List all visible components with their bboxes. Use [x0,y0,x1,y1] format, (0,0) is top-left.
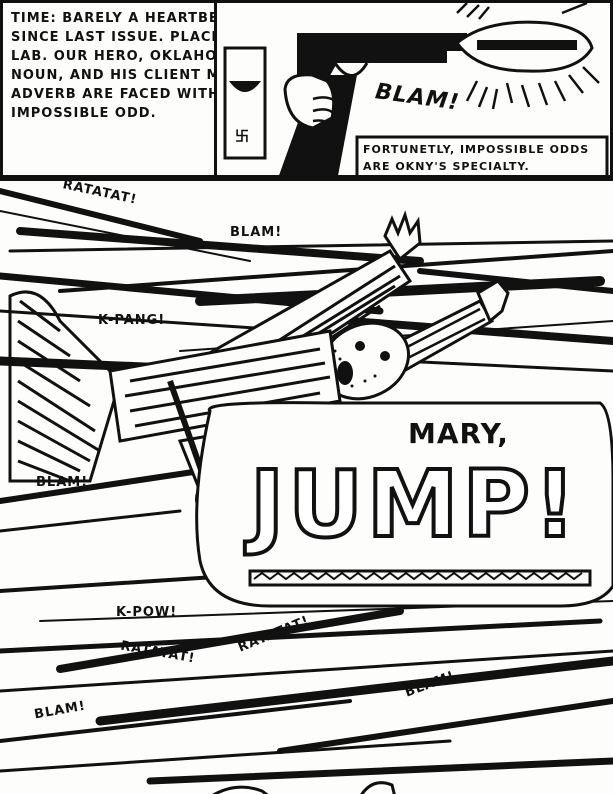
sfx-blam-left: BLAM! [36,475,89,490]
panel-escape: RATATAT! BLAM! K-PANG! BLAM! K-POW! RATA… [0,178,613,794]
balloon-line-jump: JUMP! [248,449,580,560]
sfx-blam-top: BLAM! [230,225,283,240]
gun-illustration: 卐 [223,3,609,175]
sfx-kpang: K-PANG! [98,313,166,328]
intro-caption: Time: Barely a heartbeat since last issu… [11,11,280,121]
specialty-caption: Fortunetly, impossible odds are Okny's s… [363,143,590,173]
action-scene [0,188,613,794]
sfx-kpow: K-POW! [116,605,178,620]
svg-text:卐: 卐 [235,129,249,145]
balloon-line-mary: MARY, [408,417,509,450]
panel-gunfire: 卐 BLAM! Fortunetly, impossible odds are … [214,0,613,178]
